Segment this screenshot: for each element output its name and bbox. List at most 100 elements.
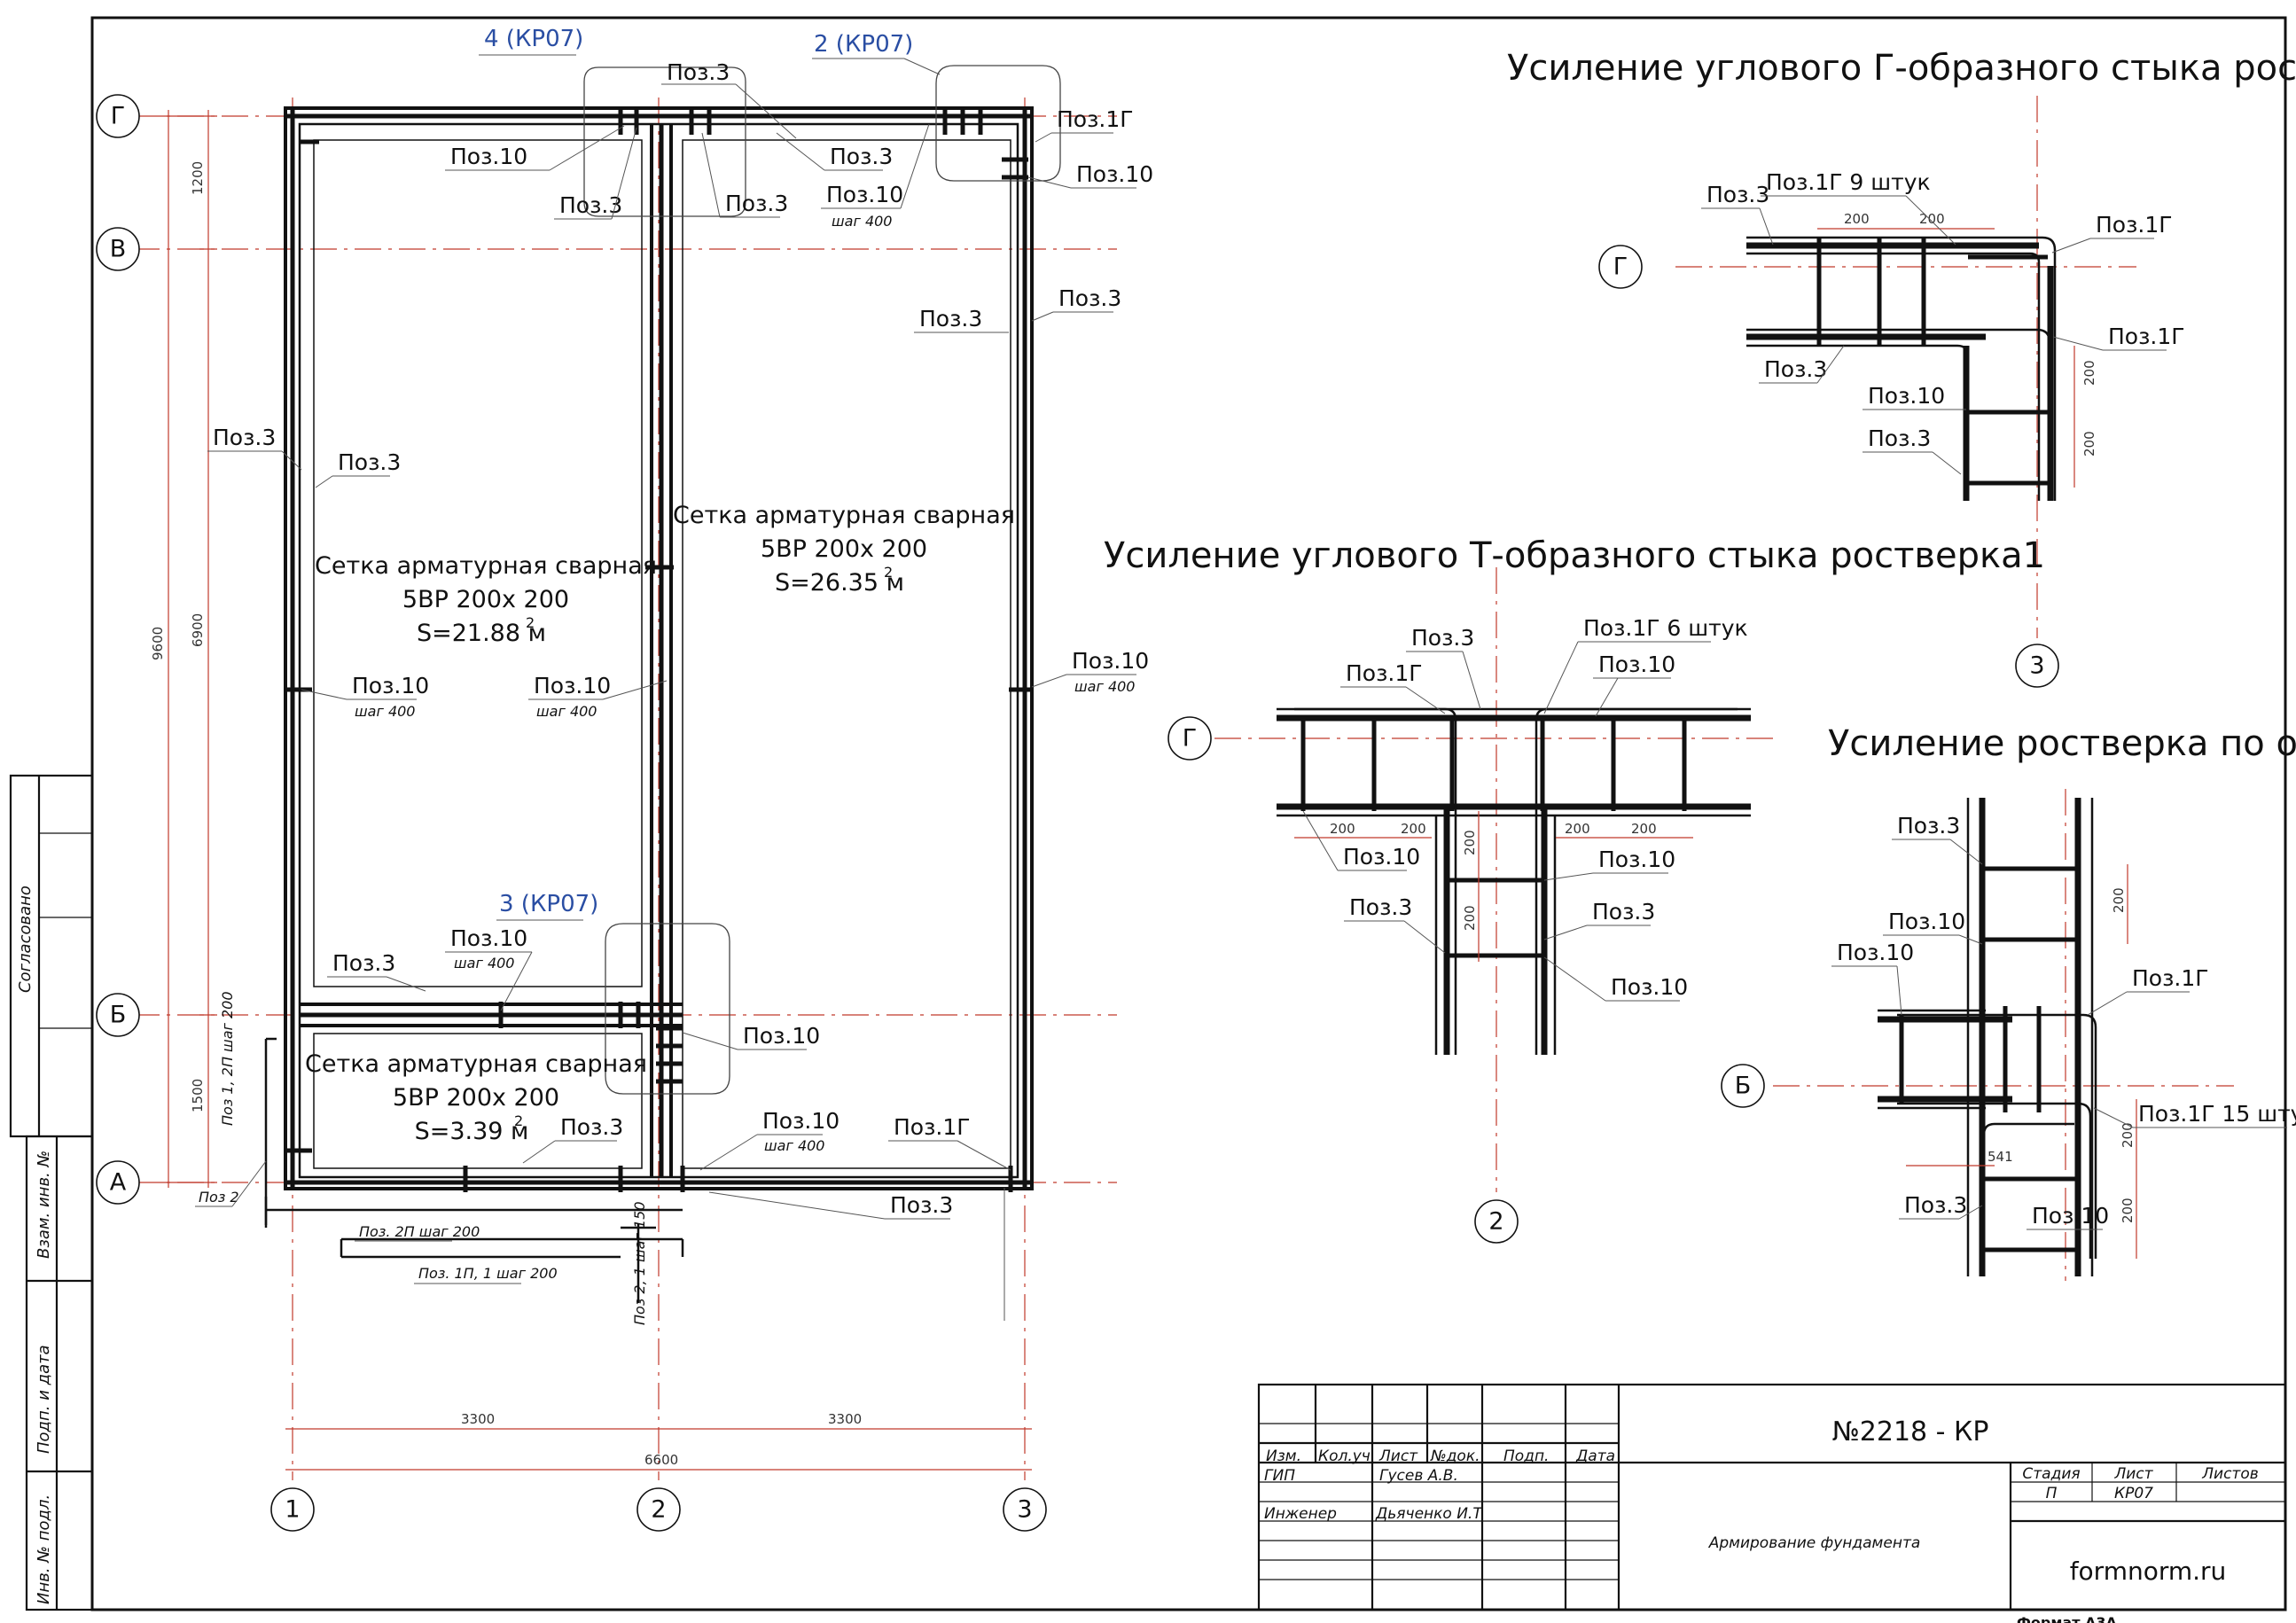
svg-text:200: 200 [1565, 821, 1590, 837]
ref-4: 4 (КР07) [484, 26, 583, 52]
axis-bubble-b [96, 993, 140, 1037]
svg-text:Поз.3: Поз.3 [213, 425, 276, 450]
svg-text:Поз.10: Поз.10 [743, 1023, 820, 1049]
svg-text:200: 200 [2111, 887, 2127, 913]
svg-text:Поз.3: Поз.3 [1058, 285, 1121, 311]
tb-stage: П [2046, 1485, 2058, 1502]
svg-text:шаг 400: шаг 400 [454, 955, 514, 971]
tb-sheet-header: Лист [2113, 1465, 2153, 1483]
svg-text:шаг 400: шаг 400 [355, 703, 415, 720]
svg-text:Б: Б [1735, 1073, 1752, 1100]
svg-text:Поз. 1П, 1 шаг 200: Поз. 1П, 1 шаг 200 [418, 1265, 558, 1282]
axis-label-1: 1 [285, 1496, 300, 1524]
svg-text:Поз.3: Поз.3 [830, 144, 893, 169]
detail-g-axis-g [1598, 245, 1643, 289]
svg-text:Поз.10: Поз.10 [352, 673, 429, 698]
svg-text:Поз.10: Поз.10 [1888, 909, 1965, 934]
side-stamp: Согласовано Взам. инв. № Подп. и дата Ин… [9, 774, 94, 1611]
tb-sheet-title: Армирование фундамента [1708, 1534, 1921, 1552]
svg-text:Поз.10: Поз.10 [762, 1108, 840, 1134]
tb-site: formnorm.ru [2070, 1557, 2227, 1586]
axis-label-b: Б [110, 1002, 127, 1029]
axis-label-2: 2 [651, 1496, 666, 1524]
tb-header-doc: №док. [1430, 1447, 1480, 1465]
svg-text:Поз.3: Поз.3 [1349, 894, 1412, 920]
tb-header-izm: Изм. [1266, 1447, 1301, 1465]
svg-text:5ВР 200х 200: 5ВР 200х 200 [393, 1084, 559, 1112]
dim-1200: 1200 [190, 161, 206, 195]
svg-text:Поз 1, 2П шаг 200: Поз 1, 2П шаг 200 [219, 991, 236, 1126]
svg-text:200: 200 [1844, 211, 1870, 227]
tb-header-data: Дата [1575, 1447, 1615, 1465]
svg-text:Поз.3: Поз.3 [1904, 1192, 1967, 1218]
svg-text:200: 200 [1462, 830, 1478, 855]
axis-label-g: Г [111, 103, 125, 130]
dim-6600: 6600 [644, 1452, 678, 1468]
detail-axis2-count: Поз.1Г 15 штук [2138, 1101, 2296, 1127]
svg-text:Поз.10: Поз.10 [1868, 383, 1945, 409]
dim-9600: 9600 [150, 627, 166, 660]
stamp-soglasovano: Согласовано [16, 886, 35, 993]
tb-format: Формат А3А [2017, 1614, 2118, 1623]
tb-role-gip: ГИП [1264, 1467, 1295, 1485]
svg-text:2: 2 [526, 614, 535, 631]
svg-text:Г: Г [1613, 254, 1628, 281]
svg-text:200: 200 [2081, 431, 2097, 456]
svg-text:S=26.35 м: S=26.35 м [775, 569, 904, 597]
svg-text:5ВР 200х 200: 5ВР 200х 200 [402, 586, 569, 613]
svg-text:Поз.1Г: Поз.1Г [1346, 660, 1423, 686]
svg-text:541: 541 [1988, 1149, 2013, 1165]
svg-text:Поз.10: Поз.10 [826, 182, 903, 207]
svg-text:Поз.1Г: Поз.1Г [2096, 212, 2173, 238]
svg-text:S=21.88 м: S=21.88 м [417, 620, 546, 647]
axis-bubble-2 [636, 1487, 681, 1532]
plan-callouts: Поз.3 Поз.1Г Поз.10 Поз.3 Поз.10 Поз.3 П… [195, 59, 1153, 1325]
svg-text:200: 200 [1401, 821, 1426, 837]
svg-text:200: 200 [1919, 211, 1945, 227]
ref-3: 3 (КР07) [499, 891, 598, 917]
svg-text:S=3.39 м: S=3.39 м [415, 1118, 529, 1145]
tb-name-engineer: Дьяченко И.Т [1375, 1505, 1483, 1523]
svg-text:Поз.10: Поз.10 [1343, 844, 1420, 870]
svg-text:Поз.3: Поз.3 [1764, 356, 1827, 382]
svg-text:Поз.10: Поз.10 [450, 144, 527, 169]
axis-bubble-g [96, 94, 140, 138]
svg-text:Поз 2, 1 шаг 150: Поз 2, 1 шаг 150 [631, 1201, 648, 1325]
svg-text:Поз.10: Поз.10 [534, 673, 611, 698]
mesh-label-1: Сетка арматурная сварная 5ВР 200х 200 S=… [315, 552, 657, 647]
stamp-vzam: Взам. инв. № [35, 1151, 53, 1259]
svg-text:Поз.3: Поз.3 [1411, 625, 1474, 651]
detail-g-axis-3 [2015, 644, 2059, 688]
detail-g-joint: Усиление углового Г-образного стыка рост… [1507, 48, 2296, 688]
detail-t-title: Усиление углового Т-образного стыка рост… [1104, 535, 2045, 576]
mesh-label-3: Сетка арматурная сварная 5ВР 200х 200 S=… [305, 1050, 647, 1145]
detail-axis2-axis-b [1721, 1064, 1765, 1108]
svg-text:Поз.1Г: Поз.1Г [2132, 965, 2209, 991]
svg-text:шаг 400: шаг 400 [832, 213, 892, 230]
svg-text:Поз.10: Поз.10 [1611, 974, 1688, 1000]
svg-text:Сетка арматурная сварная: Сетка арматурная сварная [673, 502, 1015, 529]
svg-text:Поз.10: Поз.10 [1072, 648, 1149, 674]
dim-1500: 1500 [190, 1079, 206, 1112]
tb-sheets-header: Листов [2201, 1465, 2259, 1483]
svg-text:Сетка арматурная сварная: Сетка арматурная сварная [305, 1050, 647, 1078]
detail-t-axis-g [1168, 716, 1212, 761]
svg-text:Г: Г [1183, 725, 1197, 753]
svg-text:2: 2 [514, 1112, 523, 1129]
svg-text:200: 200 [2120, 1198, 2136, 1223]
axis-bubble-a [96, 1160, 140, 1205]
tb-role-engineer: Инженер [1264, 1505, 1337, 1523]
dim-6900: 6900 [190, 613, 206, 647]
axis-bubble-v [96, 227, 140, 271]
svg-text:шаг 400: шаг 400 [1074, 678, 1135, 695]
svg-text:Поз.1Г: Поз.1Г [2108, 324, 2185, 349]
svg-text:200: 200 [1330, 821, 1355, 837]
svg-text:Поз. 2П шаг 200: Поз. 2П шаг 200 [359, 1223, 480, 1240]
svg-text:Сетка арматурная сварная: Сетка арматурная сварная [315, 552, 657, 580]
svg-text:шаг 400: шаг 400 [764, 1137, 824, 1154]
ref-2: 2 (КР07) [814, 31, 913, 58]
svg-text:Поз.10: Поз.10 [1598, 847, 1675, 872]
svg-text:Поз.3: Поз.3 [560, 1114, 623, 1140]
svg-text:Поз.3: Поз.3 [725, 191, 788, 216]
